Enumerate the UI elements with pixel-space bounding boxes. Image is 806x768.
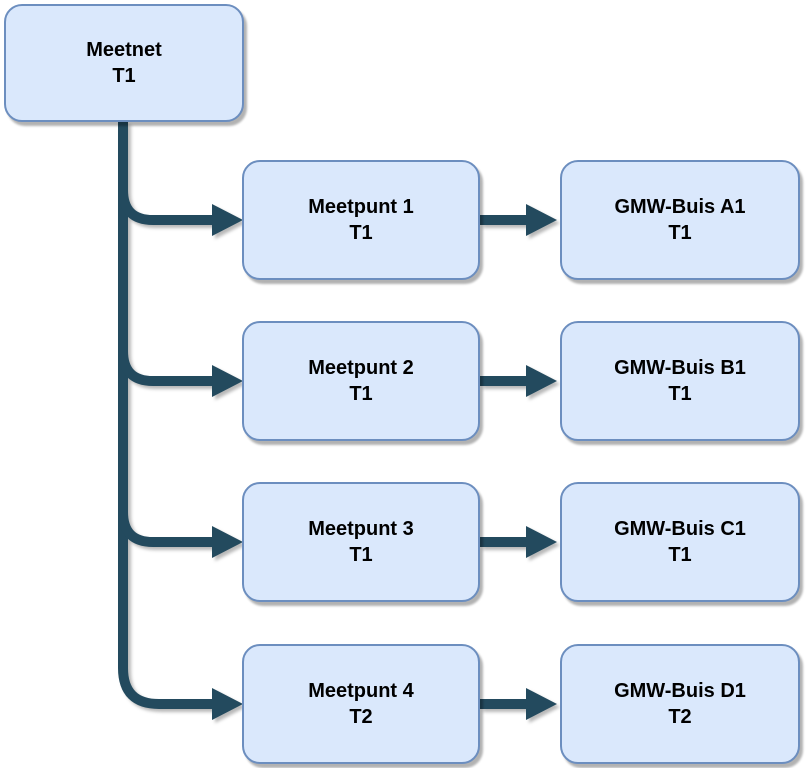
edge-arrowhead [212, 526, 243, 558]
node-title: Meetnet [86, 38, 162, 61]
node-subtitle: T1 [112, 65, 136, 87]
node-title: Meetpunt 1 [308, 195, 414, 218]
node-subtitle: T1 [349, 222, 373, 244]
edge-arrowhead [526, 526, 557, 558]
node-meetnet: Meetnet T1 [4, 4, 244, 122]
node-title: GMW-Buis C1 [614, 517, 746, 540]
node-meetpunt-1: Meetpunt 1 T1 [242, 160, 480, 280]
edge-arrowhead [212, 365, 243, 397]
node-title: GMW-Buis A1 [614, 195, 746, 218]
node-subtitle: T1 [349, 383, 373, 405]
node-subtitle: T2 [668, 706, 692, 728]
branch-edge-row2 [118, 350, 212, 386]
node-title: Meetpunt 4 [308, 679, 414, 702]
node-subtitle: T1 [349, 544, 373, 566]
node-meetpunt-4: Meetpunt 4 T2 [242, 644, 480, 764]
node-subtitle: T1 [668, 383, 692, 405]
branch-edge-row1 [118, 189, 212, 225]
edge-arrowhead [212, 688, 243, 720]
node-title: GMW-Buis D1 [614, 679, 746, 702]
node-gmw-buis-a1: GMW-Buis A1 T1 [560, 160, 800, 280]
trunk-edge [118, 122, 212, 709]
node-gmw-buis-b1: GMW-Buis B1 T1 [560, 321, 800, 441]
node-gmw-buis-d1: GMW-Buis D1 T2 [560, 644, 800, 764]
edge-arrowhead [212, 204, 243, 236]
node-subtitle: T1 [668, 544, 692, 566]
node-subtitle: T2 [349, 706, 373, 728]
node-subtitle: T1 [668, 222, 692, 244]
edge-arrowhead [526, 688, 557, 720]
branch-edge-row3 [118, 511, 212, 547]
node-gmw-buis-c1: GMW-Buis C1 T1 [560, 482, 800, 602]
node-title: Meetpunt 2 [308, 356, 414, 379]
edge-arrowhead [526, 365, 557, 397]
node-title: GMW-Buis B1 [614, 356, 746, 379]
node-meetpunt-2: Meetpunt 2 T1 [242, 321, 480, 441]
node-title: Meetpunt 3 [308, 517, 414, 540]
edge-arrowhead [526, 204, 557, 236]
node-meetpunt-3: Meetpunt 3 T1 [242, 482, 480, 602]
